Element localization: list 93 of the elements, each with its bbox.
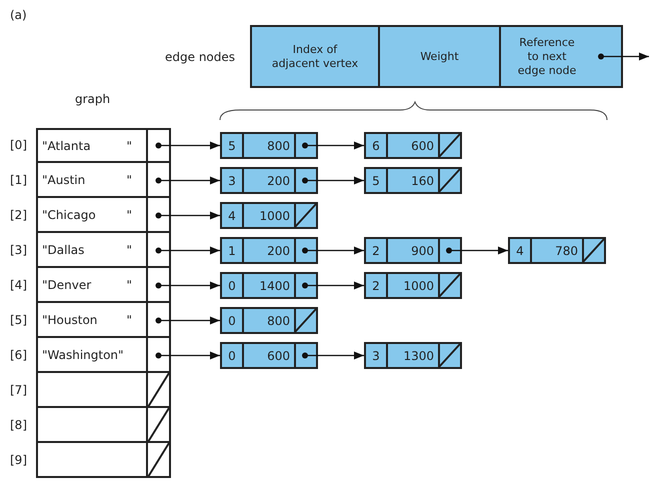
edge-weight: 1000 xyxy=(403,278,434,292)
pointer-arrow xyxy=(302,352,364,360)
array-index: [3] xyxy=(10,243,27,257)
edge-weight: 200 xyxy=(267,174,290,188)
array-row xyxy=(36,443,171,478)
field-label: Reference to next edge node xyxy=(516,36,578,78)
column-heading: graph xyxy=(75,92,110,106)
vertex-name: "Washington" xyxy=(42,348,124,362)
array-row xyxy=(36,373,171,408)
edge-node xyxy=(220,272,318,299)
array-index: [5] xyxy=(10,313,27,327)
edge-weight: 800 xyxy=(267,314,290,328)
edge-weight: 600 xyxy=(267,348,290,362)
pointer-arrow xyxy=(302,246,364,254)
vertex-name: " xyxy=(126,208,132,222)
edge-weight: 780 xyxy=(555,244,578,258)
pointer-arrow xyxy=(302,142,364,150)
vertex-index: 2 xyxy=(372,244,380,258)
edge-weight: 1000 xyxy=(259,208,290,222)
pointer-arrow xyxy=(156,176,220,184)
array-row xyxy=(36,338,171,373)
pointer-arrow xyxy=(446,246,508,254)
array-row xyxy=(36,408,171,443)
pointer-arrow xyxy=(156,352,220,360)
pointer-arrow xyxy=(156,142,220,150)
pointer-arrow xyxy=(598,52,649,60)
array-row xyxy=(36,163,171,198)
array-index: [4] xyxy=(10,278,27,292)
vertex-index: 3 xyxy=(372,348,380,362)
edge-node xyxy=(220,342,318,369)
field-label: Weight xyxy=(420,50,459,64)
vertex-name: "Denver xyxy=(42,278,92,292)
pointer-arrow xyxy=(156,246,220,254)
vertex-index: 0 xyxy=(228,278,236,292)
edge-node xyxy=(508,237,606,264)
vertex-index: 4 xyxy=(228,208,236,222)
edge-weight: 1300 xyxy=(403,348,434,362)
vertex-name: " xyxy=(126,138,132,152)
edge-weight: 160 xyxy=(411,174,434,188)
edge-node xyxy=(364,132,462,159)
edge-weight: 200 xyxy=(267,244,290,258)
array-index: [7] xyxy=(10,383,27,397)
array-index: [0] xyxy=(10,138,27,152)
edge-node xyxy=(364,167,462,194)
array-row xyxy=(36,268,171,303)
array-index: [9] xyxy=(10,453,27,467)
edge-node xyxy=(364,272,462,299)
vertex-index: 3 xyxy=(228,174,236,188)
edge-node-format-box xyxy=(250,25,623,88)
row-label: edge nodes xyxy=(165,50,236,64)
pointer-arrow xyxy=(156,316,220,324)
array-row xyxy=(36,128,171,163)
array-index: [1] xyxy=(10,173,27,187)
pointer-arrow xyxy=(302,282,364,290)
edge-node xyxy=(364,237,462,264)
array-row xyxy=(36,303,171,338)
vertex-name: "Austin xyxy=(42,172,86,186)
edge-weight: 600 xyxy=(411,138,434,152)
array-row xyxy=(36,233,171,268)
edge-node xyxy=(220,202,318,229)
array-row xyxy=(36,198,171,233)
pointer-arrow xyxy=(302,176,364,184)
array-index: [2] xyxy=(10,208,27,222)
vertex-name: " xyxy=(126,278,132,292)
edge-node xyxy=(220,167,318,194)
pointer-arrow xyxy=(156,212,220,220)
vertex-index: 0 xyxy=(228,314,236,328)
vertex-name: " xyxy=(126,172,132,186)
edge-node xyxy=(364,342,462,369)
vertex-name: "Chicago xyxy=(42,208,96,222)
vertex-index: 2 xyxy=(372,278,380,292)
edge-weight: 800 xyxy=(267,138,290,152)
edge-node xyxy=(220,237,318,264)
vertex-index: 1 xyxy=(228,244,236,258)
vertex-index: 5 xyxy=(228,138,236,152)
edge-node xyxy=(220,307,318,334)
vertex-name: " xyxy=(126,312,132,326)
pointer-arrow xyxy=(156,282,220,290)
vertex-name: "Houston xyxy=(42,312,98,326)
vertex-name: "Atlanta xyxy=(42,138,91,152)
vertex-index: 4 xyxy=(516,244,524,258)
vertex-index: 0 xyxy=(228,348,236,362)
vertex-name: " xyxy=(126,242,132,256)
panel-label: (a) xyxy=(10,8,27,22)
field-label: Index of adjacent vertex xyxy=(270,42,360,70)
vertex-index: 6 xyxy=(372,138,380,152)
array-index: [8] xyxy=(10,418,27,432)
edge-weight: 1400 xyxy=(259,278,290,292)
edge-weight: 900 xyxy=(411,244,434,258)
array-index: [6] xyxy=(10,348,27,362)
vertex-name: "Dallas xyxy=(42,242,84,256)
vertex-index: 5 xyxy=(372,174,380,188)
edge-node xyxy=(220,132,318,159)
